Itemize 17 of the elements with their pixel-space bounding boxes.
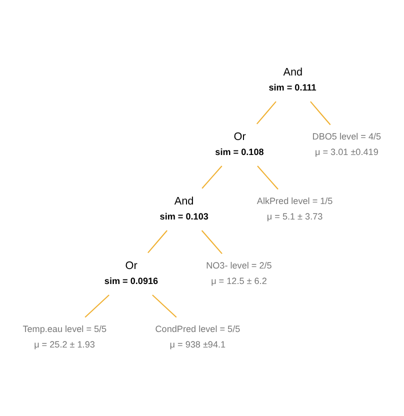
node-text: AlkPred level = 1/5 μ = 5.1 ± 3.73 [256,195,333,221]
node-text: Or sim = 0.0916 [104,259,158,286]
node-text: DBO5 level = 4/5 μ = 3.01 ±0.419 [312,131,382,156]
connector [84,294,110,318]
connector [257,165,278,190]
node-text: And sim = 0.111 [268,66,316,92]
node-text: Temp.eau level = 5/5 μ = 25.2 ± 1.93 [22,323,107,349]
node-text: CondPred level = 5/5 μ = 938 ±94.1 [155,323,240,349]
connector [148,230,168,253]
connector [256,100,276,124]
connector [152,294,177,318]
connector [201,230,222,254]
node-text: And sim = 0.103 [160,195,208,221]
connector [202,165,222,188]
node-text: NO3- level = 2/5 μ = 12.5 ± 6.2 [206,260,272,286]
node-text: Or sim = 0.108 [215,130,264,156]
connector [310,100,331,125]
